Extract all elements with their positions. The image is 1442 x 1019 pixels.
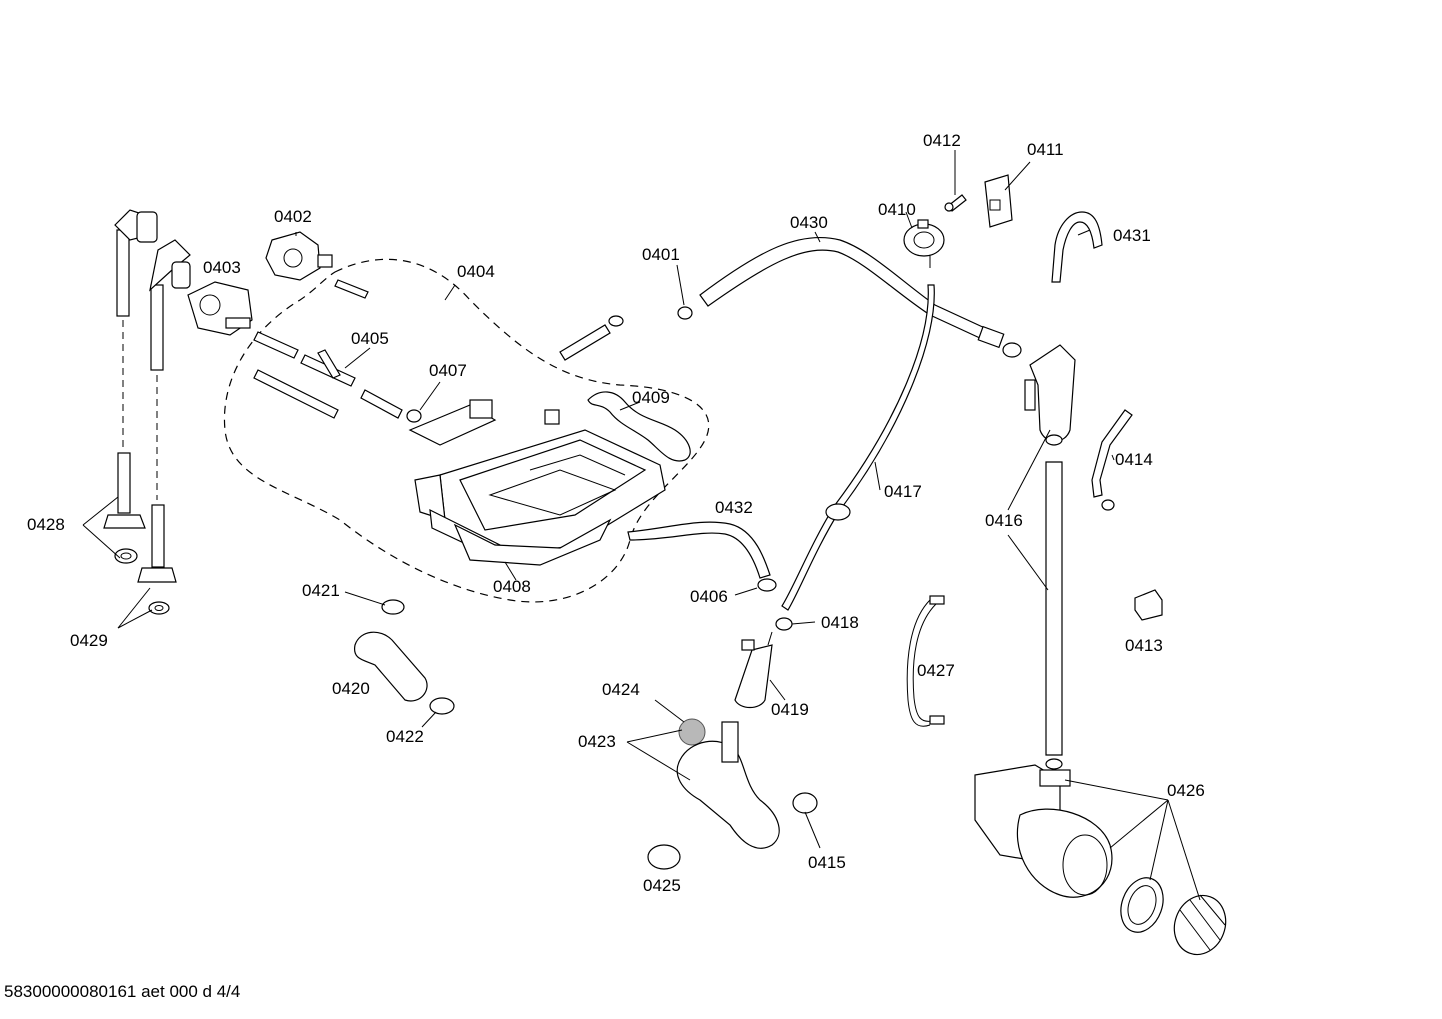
label-0404: 0404 [457,262,495,281]
label-0424: 0424 [602,680,640,699]
label-0414: 0414 [1115,450,1153,469]
inlet-hose-0428 [103,209,158,564]
tube-set-0405 [253,279,403,419]
label-0406: 0406 [690,587,728,606]
clamp-0422 [429,697,455,715]
label-0411: 0411 [1027,140,1064,159]
hose-0420 [353,631,428,702]
tube-0414 [1091,409,1133,498]
label-0418: 0418 [821,613,859,632]
label-0408: 0408 [493,577,531,596]
label-0415: 0415 [808,853,846,872]
hose-0409 [587,391,691,462]
clamp-0407 [406,409,422,423]
label-0431: 0431 [1113,226,1151,245]
grommet-0417 [825,503,851,521]
label-0410: 0410 [878,200,916,219]
label-0423: 0423 [578,732,616,751]
label-0426: 0426 [1167,781,1205,800]
label-0401: 0401 [642,245,680,264]
label-0407: 0407 [429,361,467,380]
label-0412: 0412 [923,131,961,150]
valve-0402 [265,231,333,281]
label-0428: 0428 [27,515,65,534]
chamber-0419 [734,631,773,709]
hose-0432 [627,521,771,579]
assembly-outline-0404 [223,258,710,603]
label-0421: 0421 [302,581,340,600]
label-0402: 0402 [274,207,312,226]
label-0432: 0432 [715,498,753,517]
seal-inner-0426 [1127,885,1157,925]
drain-elbow-0416 [1024,344,1076,446]
tube-0401 [559,306,693,361]
clip-0413 [1134,589,1163,621]
dispenser-housing-0408 [408,399,666,566]
clamp-0406 [757,578,777,592]
label-0409: 0409 [632,388,670,407]
sump-neck-0423 [721,721,739,763]
tube-0417 [781,284,935,611]
bracket-0411 [984,174,1013,228]
inlet-hose-0429 [137,239,191,615]
clamp-0415 [792,792,818,814]
ball-0424 [678,718,706,746]
drain-hose-0416 [1045,461,1063,756]
clamp-0418 [775,617,793,631]
label-0419: 0419 [771,700,809,719]
cable-0427 [906,595,945,727]
label-0405: 0405 [351,329,389,348]
pressure-switch-0410 [903,219,945,268]
drain-pump-0426 [974,764,1113,898]
label-0427: 0427 [917,661,955,680]
pipe-0430 [699,236,1022,358]
document-reference: 58300000080161 aet 000 d 4/4 [4,982,241,1001]
label-0422: 0422 [386,727,424,746]
label-0429: 0429 [70,631,108,650]
leader-lines [82,150,1201,901]
label-0416: 0416 [985,511,1023,530]
label-0425: 0425 [643,876,681,895]
clamp-0414 [1101,499,1115,511]
clamp-0421 [381,599,405,615]
screw-0412 [944,194,967,212]
valve-0403 [187,281,253,336]
label-0430: 0430 [790,213,828,232]
filter-0426 [1173,894,1227,956]
seal-0426 [1120,877,1164,933]
clamp-0425 [647,844,681,870]
label-0417: 0417 [884,482,922,501]
label-0403: 0403 [203,258,241,277]
label-0420: 0420 [332,679,370,698]
bracket-0431 [1051,211,1103,283]
label-0413: 0413 [1125,636,1163,655]
clamp-0416 [1045,758,1063,770]
